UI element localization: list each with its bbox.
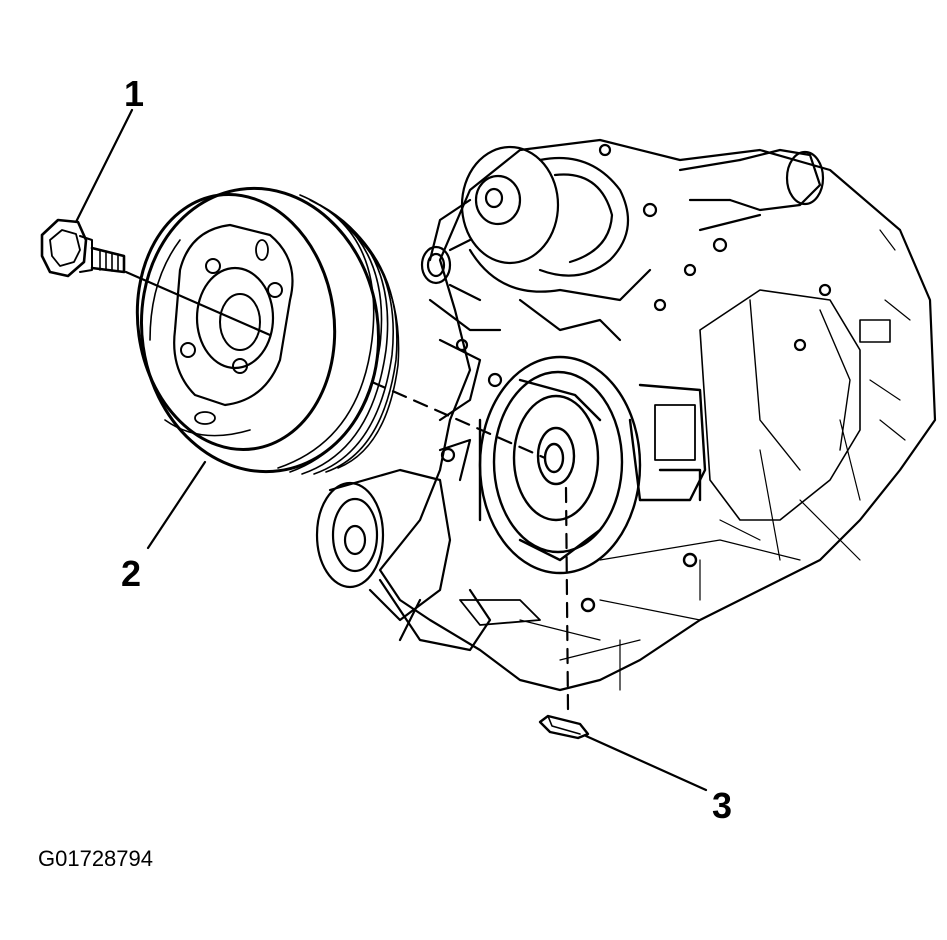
idler-pulley bbox=[315, 438, 492, 652]
crankshaft-seal-housing bbox=[459, 355, 707, 626]
callout-number-3: 3 bbox=[712, 785, 733, 826]
figure-id: G01728794 bbox=[38, 846, 153, 871]
callout-number-1: 1 bbox=[124, 73, 145, 114]
assembly-lines bbox=[124, 270, 570, 712]
crankshaft-bolt bbox=[40, 218, 126, 278]
crankshaft-key bbox=[538, 714, 590, 740]
leader-line-2 bbox=[146, 460, 207, 550]
leader-line-1 bbox=[74, 108, 134, 224]
leader-lines bbox=[74, 108, 708, 792]
callout-number-2: 2 bbox=[121, 553, 142, 594]
crankshaft-balancer bbox=[135, 186, 400, 475]
leader-line-3 bbox=[584, 734, 708, 792]
water-pump-housing bbox=[420, 143, 832, 422]
